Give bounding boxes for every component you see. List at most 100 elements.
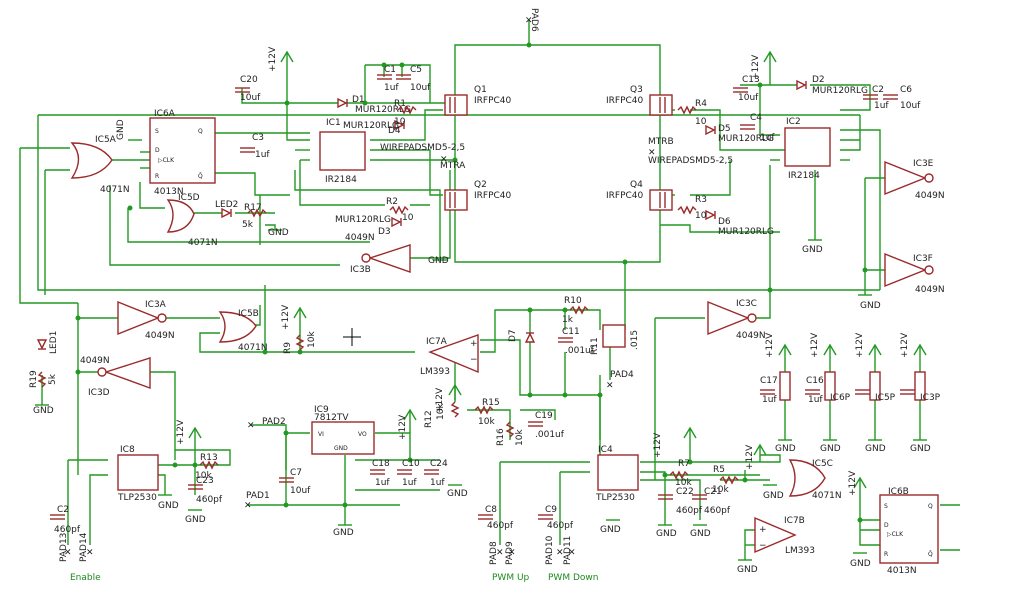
svg-text:S: S <box>155 128 159 135</box>
ic6a-part: 4013N <box>154 187 184 197</box>
led2: LED2 <box>215 200 238 219</box>
svg-text:1uf: 1uf <box>874 101 889 111</box>
svg-text:✕: ✕ <box>440 155 448 165</box>
v12-ic5c: +12V <box>745 443 767 470</box>
ic1-part: IR2184 <box>325 175 357 185</box>
svg-text:WIREPADSMD5-2,5: WIREPADSMD5-2,5 <box>380 143 465 153</box>
svg-text:D2: D2 <box>812 75 825 85</box>
svg-text:R16: R16 <box>496 428 506 446</box>
svg-text:C13: C13 <box>742 75 760 85</box>
ic3c-inverter: IC3C 4049N <box>707 299 766 341</box>
led1: LED1 <box>36 331 59 354</box>
svg-text:GND: GND <box>158 501 179 511</box>
r19-resistor: R19 5k <box>29 370 58 388</box>
svg-text:10k: 10k <box>515 429 525 446</box>
svg-text:R5: R5 <box>713 465 725 475</box>
svg-text:C8: C8 <box>485 505 497 515</box>
svg-text:MUR120RLG: MUR120RLG <box>355 105 411 115</box>
svg-text:MUR120RLG: MUR120RLG <box>718 227 774 237</box>
svg-text:GND: GND <box>656 529 677 539</box>
gnd-ic4: GND <box>600 519 621 535</box>
pad8-connector: ✕ PAD8 <box>489 541 504 565</box>
svg-text:MUR120RLG: MUR120RLG <box>718 134 774 144</box>
ic5a-part: 4071N <box>100 185 130 195</box>
led2-label: LED2 <box>215 200 238 210</box>
svg-text:Q2: Q2 <box>474 180 487 190</box>
svg-text:+12V: +12V <box>281 304 291 330</box>
svg-text:IC5C: IC5C <box>812 459 833 469</box>
svg-text:R15: R15 <box>482 398 500 408</box>
svg-text:C11: C11 <box>562 327 580 337</box>
svg-text:460pf: 460pf <box>676 506 703 516</box>
svg-text:C18: C18 <box>372 459 390 469</box>
c15-cap <box>855 389 870 395</box>
svg-text:PAD11: PAD11 <box>563 536 573 565</box>
pad13-connector: ✕ PAD13 <box>59 533 72 562</box>
r4-resistor: R4 10 <box>677 99 707 127</box>
r2-resistor: R2 10 <box>386 197 414 223</box>
svg-text:IC3A: IC3A <box>145 300 167 310</box>
svg-text:+: + <box>470 339 478 349</box>
svg-text:✕: ✕ <box>64 548 72 558</box>
svg-text:MTRA: MTRA <box>440 161 466 171</box>
ic3a-inverter: IC3A 4049N <box>117 300 175 341</box>
svg-text:GND: GND <box>116 119 126 140</box>
svg-text:C7: C7 <box>290 468 302 478</box>
svg-text:+12V: +12V <box>848 470 858 496</box>
gnd-c15: GND <box>865 439 886 454</box>
svg-text:IC7B: IC7B <box>784 516 805 526</box>
svg-text:PAD9: PAD9 <box>505 541 515 565</box>
d6-diode: D6 MUR120RLG <box>705 209 774 237</box>
svg-text:1k: 1k <box>562 315 574 325</box>
ic1-driver: IC1 IR2184 <box>319 118 366 185</box>
svg-text:✕: ✕ <box>568 548 576 558</box>
svg-text:C19: C19 <box>535 411 553 421</box>
svg-text:IC5B: IC5B <box>238 309 259 319</box>
junctions <box>75 42 868 523</box>
svg-text:R: R <box>155 173 159 180</box>
svg-text:−: − <box>470 355 478 365</box>
r1-resistor: R1 10 <box>394 99 417 127</box>
ic3e-inverter: IC3E 4049N <box>884 159 945 201</box>
ic2-part: IR2184 <box>788 171 820 181</box>
svg-text:PAD14: PAD14 <box>79 532 89 562</box>
svg-text:1uf: 1uf <box>808 395 823 405</box>
svg-text:+12V: +12V <box>855 332 865 358</box>
svg-text:+12V: +12V <box>810 332 820 358</box>
svg-text:✕: ✕ <box>648 148 656 158</box>
svg-text:R: R <box>884 551 888 558</box>
svg-text:.001uf: .001uf <box>565 346 595 356</box>
svg-text:C21: C21 <box>704 487 722 497</box>
gnd-c23: GND <box>185 509 206 525</box>
ic5d-or-gate: IC5D 4071N <box>166 193 218 248</box>
ic3f-inverter: IC3F 4049N <box>884 252 945 295</box>
q1-mosfet: Q1 IRFPC40 <box>444 85 512 116</box>
d2-diode: D2 MUR120RLG <box>796 75 868 96</box>
pad4-connector: ✕ PAD4 <box>606 370 634 391</box>
svg-text:10uf: 10uf <box>240 93 261 103</box>
ic2-label: IC2 <box>786 117 801 127</box>
svg-text:IC6P: IC6P <box>830 393 851 403</box>
pads: PAD6 ✕ ✕ WIREPADSMD5-2,5 MTRA ✕ MTRB WIR… <box>59 8 733 565</box>
d1-diode: D1 MUR120RLG <box>337 95 411 115</box>
svg-text:✕: ✕ <box>556 548 564 558</box>
svg-text:D: D <box>884 522 889 529</box>
svg-text:Q̄: Q̄ <box>198 173 203 180</box>
svg-text:✕: ✕ <box>508 548 516 558</box>
svg-text:R9: R9 <box>283 342 293 354</box>
svg-text:+12V: +12V <box>435 387 445 413</box>
svg-text:4049N: 4049N <box>915 191 945 201</box>
svg-text:GND: GND <box>737 565 758 575</box>
svg-text:10: 10 <box>695 117 707 127</box>
r13-resistor: R13 10k <box>195 453 219 481</box>
svg-text:IC7A: IC7A <box>426 337 448 347</box>
c19-cap: C19.001uf <box>528 411 565 440</box>
pad2-connector: ✕ PAD2 <box>247 417 286 431</box>
v12-top-left: +12V <box>268 46 294 75</box>
ic5c-or-gate: IC5C 4071N <box>788 459 842 501</box>
